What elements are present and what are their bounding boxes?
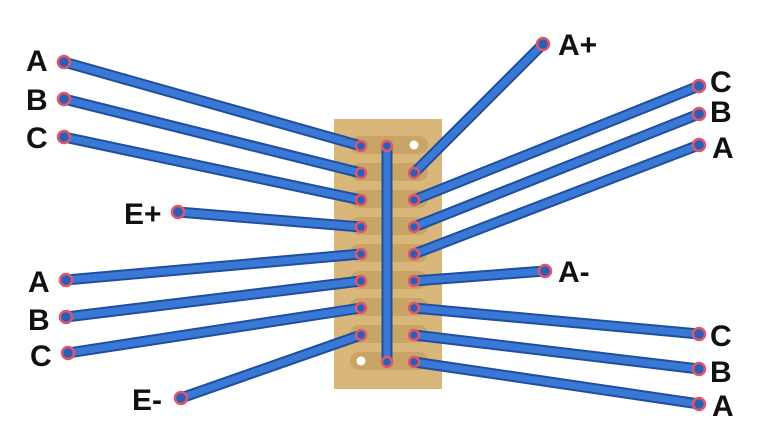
- wire-end-right-b2: [691, 361, 707, 377]
- wire-end-left-a1: [56, 54, 72, 70]
- wire-end-right-a2: [691, 396, 707, 412]
- pin-left: [354, 193, 368, 207]
- wire-end-left-eplus: [170, 204, 186, 220]
- pin-right: [407, 247, 421, 261]
- pin-right: [407, 328, 421, 342]
- wire-right-a2: [408, 356, 705, 410]
- label-left-c2: C: [30, 340, 52, 373]
- wire-right-aplus: [408, 38, 549, 179]
- wire-end-left-eminus: [173, 390, 189, 406]
- wire-right-c1: [408, 80, 705, 206]
- wire-left-c2: [62, 302, 367, 359]
- wire-end-left-c1: [56, 129, 72, 145]
- label-right-aplus: A+: [558, 29, 597, 62]
- pin-right: [407, 355, 421, 369]
- label-right-c2: C: [710, 320, 732, 353]
- wire-left-eminus: [175, 329, 367, 404]
- pin-right: [407, 274, 421, 288]
- pin-left: [354, 220, 368, 234]
- label-left-a2: A: [28, 266, 50, 299]
- wire-left-b2: [60, 275, 367, 323]
- pin-center: [380, 139, 394, 153]
- wires: [58, 38, 705, 410]
- wire-end-left-b2: [58, 309, 74, 325]
- mounting-hole: [356, 356, 366, 366]
- wire-end-right-b1: [691, 106, 707, 122]
- labels: A B C E+ A B C E- A+ C B A A- C B A: [26, 29, 734, 423]
- pin-left: [354, 247, 368, 261]
- wire-ends: [56, 36, 707, 412]
- wire-end-right-c1: [691, 78, 707, 94]
- wire-end-right-aminus: [537, 263, 553, 279]
- pin-left: [354, 139, 368, 153]
- wire-left-b1: [58, 93, 367, 179]
- pin-left: [354, 328, 368, 342]
- pin-left: [354, 274, 368, 288]
- pin-left: [354, 301, 368, 315]
- label-right-c1: C: [710, 66, 732, 99]
- wire-left-a2: [60, 248, 367, 286]
- mounting-hole: [409, 140, 419, 150]
- wire-end-right-c2: [691, 326, 707, 342]
- wire-end-left-b1: [56, 91, 72, 107]
- label-left-eplus: E+: [124, 198, 162, 231]
- wire-right-aminus: [408, 265, 551, 287]
- label-left-eminus: E-: [132, 384, 162, 417]
- label-right-a1: A: [712, 132, 734, 165]
- wire-left-c1: [58, 131, 367, 206]
- wire-end-left-c2: [60, 345, 76, 361]
- wire-end-right-aplus: [535, 36, 551, 52]
- label-right-aminus: A-: [558, 256, 590, 289]
- wire-right-b2: [408, 329, 705, 375]
- pin-right: [407, 301, 421, 315]
- wire-end-left-a2: [58, 272, 74, 288]
- label-left-a1: A: [26, 45, 48, 78]
- label-right-b1: B: [710, 96, 732, 129]
- pin-right: [407, 166, 421, 180]
- wire-end-right-a1: [691, 137, 707, 153]
- label-left-c1: C: [26, 122, 48, 155]
- label-right-b2: B: [710, 356, 732, 389]
- wire-right-b1: [408, 108, 705, 233]
- wire-left-a1: [58, 56, 367, 152]
- board-pins: [354, 139, 421, 369]
- label-left-b1: B: [26, 84, 48, 117]
- label-right-a2: A: [712, 390, 734, 423]
- wire-left-eplus: [172, 206, 367, 233]
- wire-right-a1: [408, 139, 705, 260]
- pin-left: [354, 166, 368, 180]
- wire-right-c2: [408, 302, 705, 340]
- pin-center: [380, 355, 394, 369]
- pin-right: [407, 220, 421, 234]
- pin-right: [407, 193, 421, 207]
- label-left-b2: B: [28, 304, 50, 337]
